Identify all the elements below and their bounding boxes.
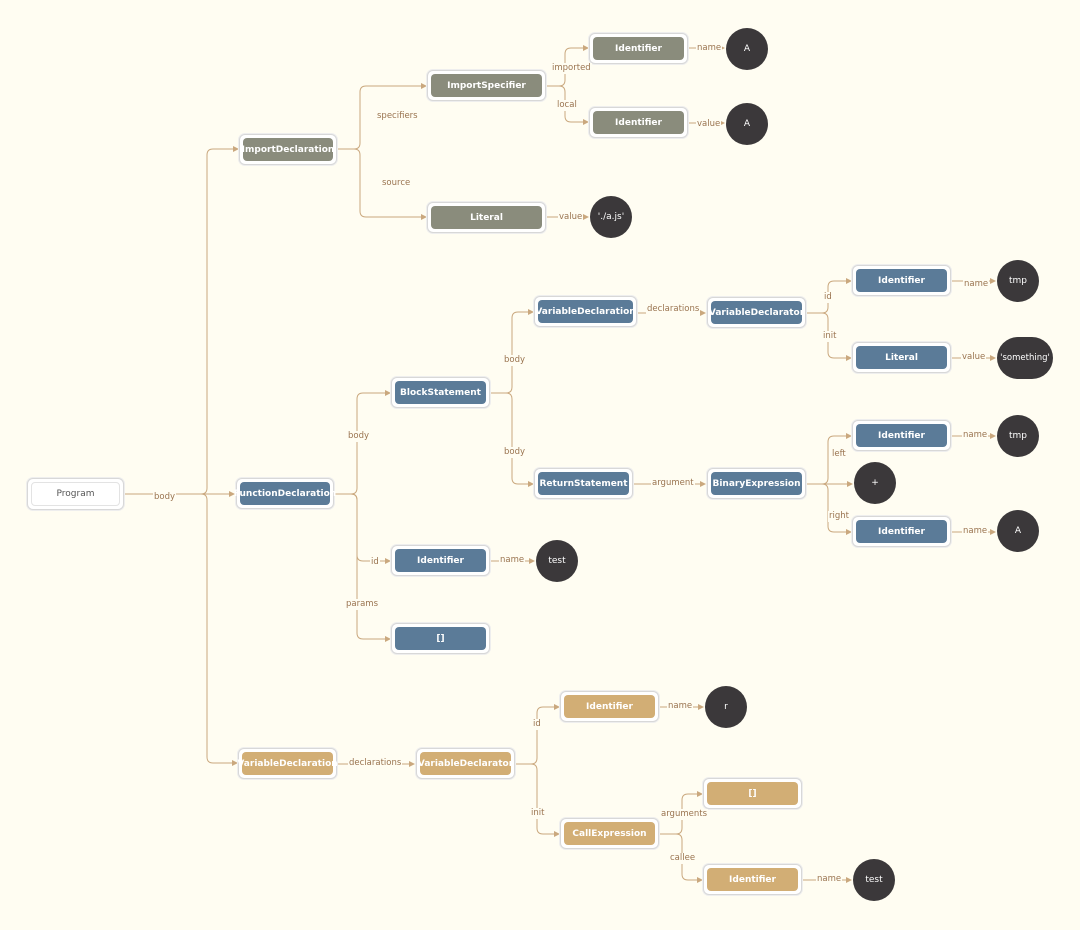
leaf-outer-id-name[interactable]: r — [705, 686, 747, 728]
edge-label-function-id: id — [370, 557, 380, 568]
leaf-callee-name[interactable]: test — [853, 859, 895, 901]
node-binary-right-identifier[interactable]: Identifier — [852, 516, 951, 547]
leaf-inner-literal-value[interactable]: 'something' — [997, 337, 1053, 379]
leaf-binary-operator[interactable]: + — [854, 462, 896, 504]
edge-label-left: left — [831, 449, 847, 460]
edge-label-inner-id-name: name — [963, 279, 990, 290]
edge-label-inner-init: init — [822, 331, 838, 342]
edge-label-imported-name: name — [696, 43, 723, 54]
node-call-expression[interactable]: CallExpression — [560, 818, 659, 849]
node-outer-variable-declarator[interactable]: VariableDeclarator — [416, 748, 515, 779]
edge-import-specifier — [337, 83, 427, 150]
edge-label-right: right — [828, 511, 850, 522]
edge-label-argument: argument — [651, 478, 695, 489]
edge-label-declarations-inner: declarations — [646, 304, 701, 315]
edge-label-block-body-2: body — [503, 447, 527, 458]
edge-label-left-name: name — [962, 430, 989, 441]
node-inner-variable-declarator[interactable]: VariableDeclarator — [707, 297, 806, 328]
edge-label-block-body-1: body — [503, 355, 527, 366]
node-import-identifier-local[interactable]: Identifier — [589, 107, 688, 138]
edge-function-id — [334, 493, 391, 564]
leaf-inner-id-name[interactable]: tmp — [997, 260, 1039, 302]
node-callee-identifier[interactable]: Identifier — [703, 864, 802, 895]
edge-binary-right — [806, 483, 852, 535]
leaf-binary-right-name[interactable]: A — [997, 510, 1039, 552]
edge-label-program-body: body — [153, 492, 177, 503]
edge-program-variable — [124, 493, 238, 766]
node-binary-expression[interactable]: BinaryExpression — [707, 468, 806, 499]
node-program[interactable]: Program — [27, 478, 124, 510]
edge-label-outer-init: init — [530, 808, 546, 819]
node-inner-variable-declaration[interactable]: VariableDeclaration — [534, 296, 637, 327]
node-outer-identifier[interactable]: Identifier — [560, 691, 659, 722]
edge-label-function-params: params — [345, 599, 380, 610]
node-import-literal[interactable]: Literal — [427, 202, 546, 233]
edge-label-outer-id: id — [532, 719, 542, 730]
edge-binary-left — [806, 433, 852, 485]
edge-label-inner-literal-value: value — [961, 352, 987, 363]
node-import-declaration[interactable]: ImportDeclaration — [239, 134, 337, 165]
edge-function-body — [334, 390, 391, 495]
node-block-statement[interactable]: BlockStatement — [391, 377, 490, 408]
node-function-params[interactable]: [] — [391, 623, 490, 654]
node-return-statement[interactable]: ReturnStatement — [534, 468, 633, 499]
node-import-identifier-imported[interactable]: Identifier — [589, 33, 688, 64]
edge-program-import — [124, 146, 239, 495]
edge-label-local-value: value — [696, 119, 722, 130]
edge-label-local: local — [556, 100, 578, 111]
edge-import-source — [337, 148, 427, 220]
edge-function-params — [334, 493, 391, 642]
edge-label-outer-id-name: name — [667, 701, 694, 712]
leaf-function-id-name[interactable]: test — [536, 540, 578, 582]
edge-label-source: source — [381, 178, 412, 189]
leaf-import-imported-name[interactable]: A — [726, 28, 768, 70]
edge-label-declarations-outer: declarations — [348, 758, 403, 769]
leaf-binary-left-name[interactable]: tmp — [997, 415, 1039, 457]
edge-block-vardecl — [490, 309, 534, 394]
node-function-identifier[interactable]: Identifier — [391, 545, 490, 576]
edge-outer-declarator-id — [515, 704, 560, 765]
node-import-specifier[interactable]: ImportSpecifier — [427, 70, 546, 101]
edge-label-function-id-name: name — [499, 555, 526, 566]
edge-label-source-value: value — [558, 212, 584, 223]
edge-label-right-name: name — [962, 526, 989, 537]
edge-label-imported: imported — [551, 63, 592, 74]
node-inner-literal[interactable]: Literal — [852, 342, 951, 373]
edge-label-callee-name: name — [816, 874, 843, 885]
node-binary-left-identifier[interactable]: Identifier — [852, 420, 951, 451]
node-call-arguments[interactable]: [] — [703, 778, 802, 809]
edge-outer-declarator-init — [515, 763, 560, 837]
edge-label-specifiers: specifiers — [376, 111, 419, 122]
edge-block-return — [490, 392, 534, 487]
edge-label-arguments: arguments — [660, 809, 708, 820]
edge-label-inner-id: id — [823, 292, 833, 303]
node-inner-identifier[interactable]: Identifier — [852, 265, 951, 296]
edge-label-function-body: body — [347, 431, 371, 442]
edge-label-callee: callee — [669, 853, 697, 864]
leaf-import-local-value[interactable]: A — [726, 103, 768, 145]
leaf-import-source-value[interactable]: './a.js' — [590, 196, 632, 238]
node-outer-variable-declaration[interactable]: VariableDeclaration — [237, 748, 338, 779]
node-function-declaration[interactable]: FunctionDeclaration — [234, 478, 336, 509]
